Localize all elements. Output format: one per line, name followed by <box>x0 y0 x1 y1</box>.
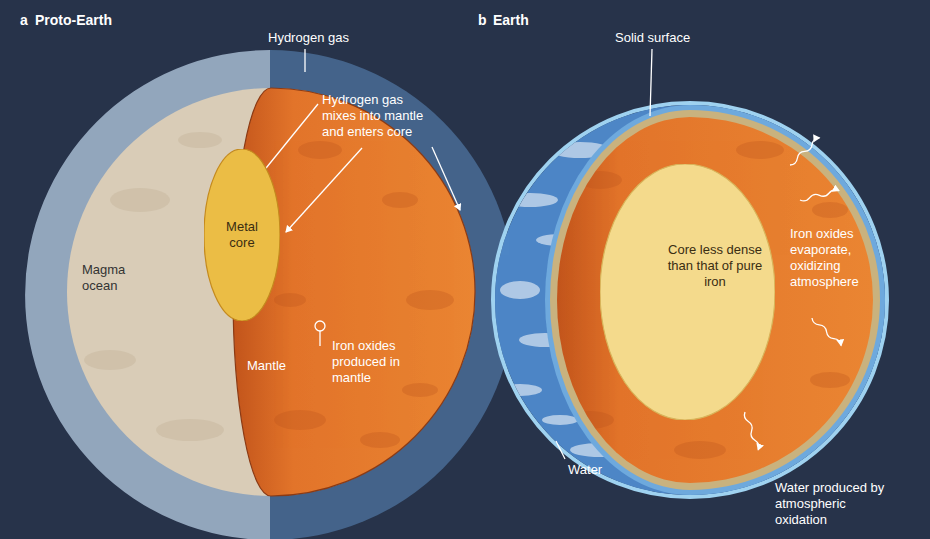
leader-lines <box>258 49 841 459</box>
callout-label: Water <box>568 462 602 478</box>
region-label: Magma ocean <box>82 262 142 294</box>
region-label: Mantle <box>247 358 286 374</box>
metal-core: Metal core <box>204 149 280 321</box>
earth-core: Core less dense than that of pure iron <box>600 164 775 420</box>
callout-label: Iron oxides produced in mantle <box>332 338 412 386</box>
panel-title: Proto-Earth <box>35 12 112 28</box>
core-label: Metal core <box>217 219 267 251</box>
panel-letter: b <box>478 12 487 28</box>
callout-label: Water produced by atmospheric oxidation <box>775 480 885 528</box>
core-shape <box>600 164 775 420</box>
callout-label: Solid surface <box>615 30 690 46</box>
core-text-group: Core less dense than that of pure iron <box>666 242 764 290</box>
core-text-group: Metal core <box>217 219 267 251</box>
panel-letter: a <box>20 12 28 28</box>
panel-title: Earth <box>493 12 529 28</box>
callout-label: Hydrogen gas mixes into mantle and enter… <box>322 92 434 140</box>
callout-label: Iron oxides evaporate, oxidizing atmosph… <box>790 226 868 290</box>
callout-label: Hydrogen gas <box>268 30 349 46</box>
core-label: Core less dense than that of pure iron <box>666 242 764 290</box>
